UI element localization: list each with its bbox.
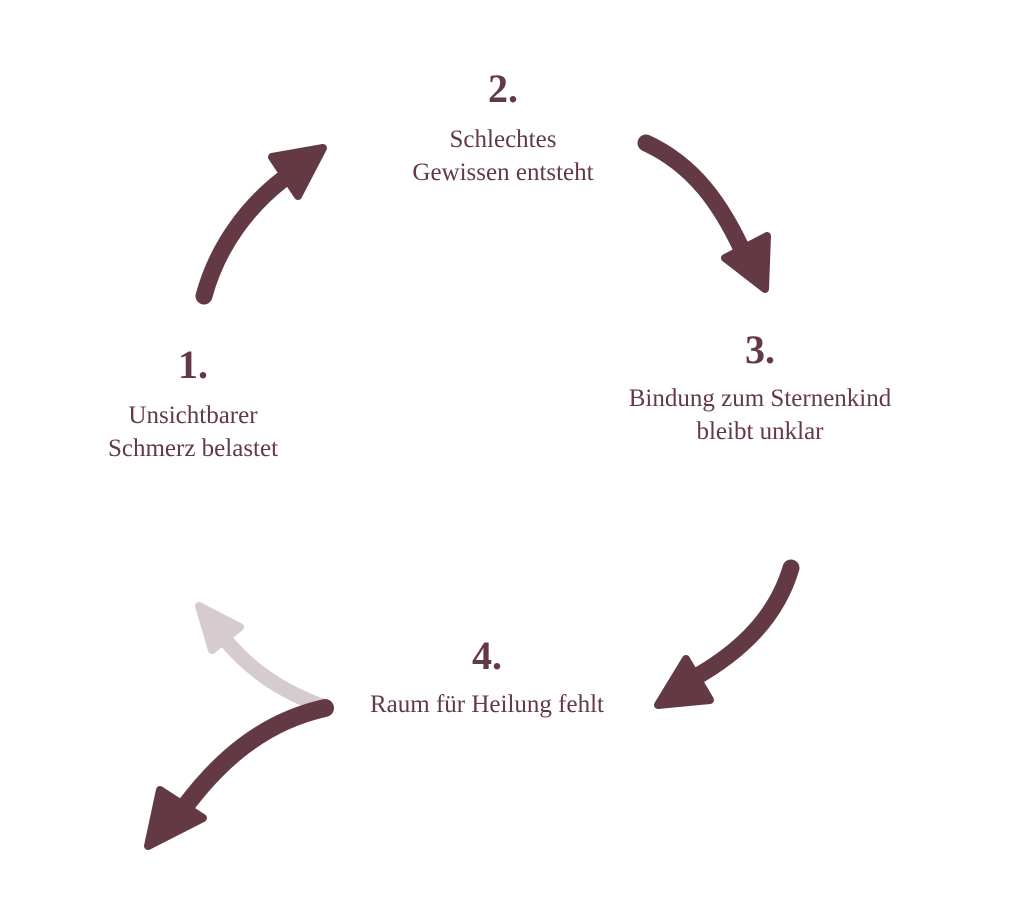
arrow-3-to-4	[654, 559, 800, 709]
step-2-label: Schlechtes Gewissen entsteht	[412, 123, 593, 189]
step-2-label-line-1: Schlechtes	[449, 126, 557, 153]
step-1: 1. Unsichtbarer Schmerz belastet	[108, 343, 278, 465]
arrow-4-to-1-faded	[195, 602, 330, 714]
step-4-label: Raum für Heilung fehlt	[370, 688, 604, 721]
step-3-label-line-2: bleibt unklar	[696, 418, 824, 445]
step-2: 2. Schlechtes Gewissen entsteht	[412, 67, 593, 189]
step-1-number: 1.	[177, 342, 208, 387]
step-3-label-line-1: Bindung zum Sternenkind	[628, 385, 892, 412]
step-1-label-line-1: Unsichtbarer	[128, 402, 258, 429]
step-2-label-line-2: Gewissen entsteht	[412, 159, 594, 186]
step-3-label: Bindung zum Sternenkind bleibt unklar	[629, 382, 891, 448]
step-1-label: Unsichtbarer Schmerz belastet	[108, 399, 278, 465]
step-4: 4. Raum für Heilung fehlt	[370, 634, 604, 721]
arrow-1-to-2	[195, 144, 327, 305]
step-4-label-line-1: Raum für Heilung fehlt	[370, 691, 604, 718]
arrow-4-to-outside	[144, 699, 334, 850]
step-2-number: 2.	[488, 66, 518, 111]
step-3-number: 3.	[744, 327, 775, 372]
step-4-number: 4.	[471, 633, 502, 678]
step-3: 3. Bindung zum Sternenkind bleibt unklar	[629, 328, 891, 448]
arrow-2-to-3	[637, 134, 771, 293]
step-1-label-line-2: Schmerz belastet	[107, 435, 279, 462]
